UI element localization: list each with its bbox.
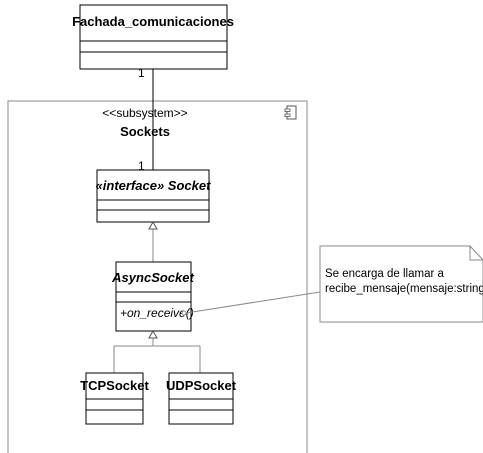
interface-name: «interface» Socket [96, 178, 212, 193]
class-fachada-comunicaciones[interactable]: Fachada_comunicaciones [72, 4, 234, 70]
class-name: Fachada_comunicaciones [72, 14, 234, 29]
subsystem-stereotype: <<subsystem>> [102, 106, 187, 120]
subsystem-border [7, 100, 308, 453]
class-udp-socket[interactable]: UDPSocket [166, 372, 237, 425]
subsystem-sockets[interactable]: <<subsystem>> Sockets [7, 100, 308, 453]
class-name: UDPSocket [166, 378, 237, 393]
generalization-arrowhead [148, 329, 158, 339]
note-comment[interactable]: Se encarga de llamar a recibe_mensaje(me… [319, 245, 483, 323]
class-tcp-socket[interactable]: TCPSocket [80, 372, 149, 425]
subsystem-name: Sockets [120, 124, 170, 139]
multiplicity-bottom: 1 [138, 159, 145, 173]
component-icon [284, 105, 297, 120]
interface-socket[interactable]: «interface» Socket [96, 169, 212, 223]
multiplicity-top: 1 [138, 66, 145, 80]
note-text-line2: recibe_mensaje(mensaje:string) [325, 283, 483, 295]
note-connector [185, 291, 321, 314]
class-async-socket[interactable]: AsyncSocket +on_receive() [111, 261, 194, 332]
class-name: AsyncSocket [111, 270, 194, 285]
class-name: TCPSocket [80, 378, 149, 393]
realization-arrowhead [148, 220, 158, 230]
note-anchor-icon [181, 310, 187, 316]
note-text-line1: Se encarga de llamar a [325, 268, 445, 280]
operation-on-receive: +on_receive() [120, 306, 194, 320]
generalization-tree [113, 329, 201, 373]
